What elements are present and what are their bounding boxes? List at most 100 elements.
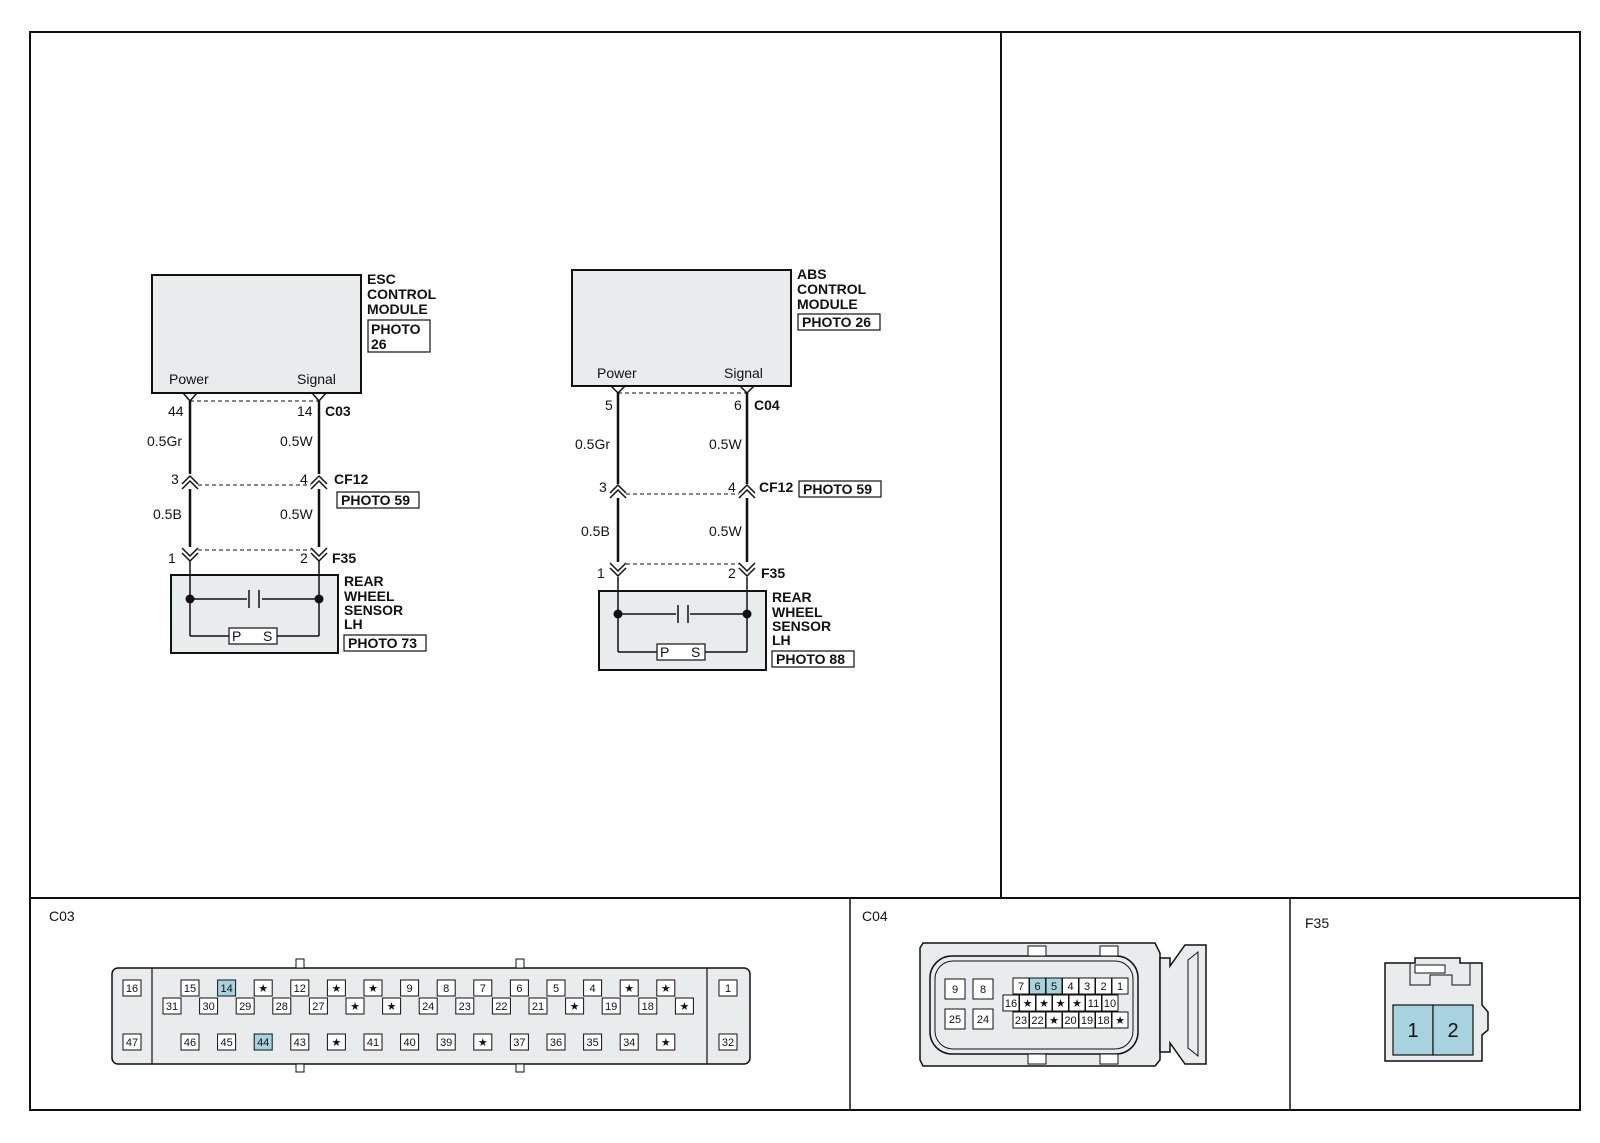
- c03-pin-cell: [122, 979, 142, 997]
- c03-pin: ★: [661, 983, 671, 995]
- esc-sensor-photo: PHOTO 73: [348, 635, 417, 651]
- c03-pin-cell: [253, 1033, 273, 1051]
- esc-control-module: [151, 274, 362, 394]
- esc-c03-pin-signal: 14: [297, 403, 313, 419]
- esc-sensor-name-2: WHEEL: [344, 588, 395, 604]
- c04-pin: 4: [1067, 981, 1073, 993]
- esc-sensor-name-4: LH: [344, 616, 363, 632]
- esc-cf12-pin-signal: 4: [300, 471, 308, 487]
- c03-pin: ★: [679, 1001, 689, 1013]
- c03-pin: 14: [220, 983, 232, 995]
- c03-pin-cell: [418, 997, 438, 1015]
- esc-cf12-photo: PHOTO 59: [341, 492, 410, 508]
- c03-pin: 21: [532, 1001, 544, 1013]
- abs-module-name-2: CONTROL: [797, 281, 867, 297]
- c04-title: C04: [862, 908, 888, 924]
- c03-pin: ★: [624, 983, 634, 995]
- esc-sensor-name-3: SENSOR: [344, 602, 403, 618]
- c03-pin-cell: [217, 979, 237, 997]
- c03-pin-cell: [656, 1033, 676, 1051]
- abs-sensor-p: P: [660, 644, 669, 660]
- c03-pin-cell: [565, 997, 585, 1015]
- c03-pin-cell: [363, 1033, 383, 1051]
- c03-pin-cell: [509, 979, 529, 997]
- c03-pin: 45: [220, 1037, 232, 1049]
- c03-pin-cell: [122, 1033, 142, 1051]
- c04-pin: 8: [980, 984, 986, 996]
- c03-pin-cell: [272, 997, 292, 1015]
- esc-photo-box: [367, 319, 431, 353]
- abs-power-label: Power: [597, 365, 637, 381]
- c03-pin-cell: [162, 997, 182, 1015]
- esc-module-name-3: MODULE: [367, 301, 428, 317]
- c03-pin: 30: [202, 1001, 214, 1013]
- c03-pin: 7: [480, 983, 486, 995]
- abs-module-name-3: MODULE: [797, 296, 858, 312]
- c03-pin: ★: [331, 983, 341, 995]
- abs-control-module: [571, 269, 792, 387]
- c04-pin: 19: [1081, 1015, 1093, 1027]
- abs-cf12-pin-power: 3: [599, 479, 607, 495]
- c04-pin: 9: [952, 984, 958, 996]
- c03-pin-cell: [235, 997, 255, 1015]
- esc-wire-lower-power: 0.5B: [153, 506, 182, 522]
- c03-pin: 4: [590, 983, 596, 995]
- c03-pin: 39: [440, 1037, 452, 1049]
- esc-signal-label: Signal: [297, 371, 336, 387]
- c04-pin: ★: [1049, 1015, 1059, 1027]
- f35-pin-cell: [1392, 1004, 1434, 1056]
- c03-pin-cell: [326, 1033, 346, 1051]
- c03-pin: 5: [553, 983, 559, 995]
- c04-pin-cell: [944, 978, 966, 1000]
- c03-pin: ★: [331, 1037, 341, 1049]
- c04-pin: 2: [1100, 981, 1106, 993]
- c03-pin: 18: [642, 1001, 654, 1013]
- c03-pin-cell: [718, 979, 738, 997]
- c03-pin-cell: [363, 979, 383, 997]
- c04-pin: 3: [1084, 981, 1090, 993]
- abs-f35-pin-power: 1: [597, 565, 605, 581]
- c03-pin: 15: [184, 983, 196, 995]
- c03-pin-cell: [638, 997, 658, 1015]
- c03-pin: 41: [367, 1037, 379, 1049]
- c03-title: C03: [49, 908, 75, 924]
- c03-pin: 23: [459, 1001, 471, 1013]
- c03-pin-cell: [491, 997, 511, 1015]
- c03-pin-cell: [308, 997, 328, 1015]
- c03-pin: 47: [126, 1037, 138, 1049]
- abs-module-name-1: ABS: [797, 266, 827, 282]
- esc-photo-number: 26: [371, 336, 387, 352]
- abs-sensor-name-2: WHEEL: [772, 604, 823, 620]
- c03-pin-cell: [455, 997, 475, 1015]
- c03-pin: 32: [722, 1037, 734, 1049]
- c03-pin: 28: [276, 1001, 288, 1013]
- c03-pin: 6: [516, 983, 522, 995]
- c03-pin-cell: [473, 1033, 493, 1051]
- esc-module-name-2: CONTROL: [367, 286, 437, 302]
- c03-pin: ★: [570, 1001, 580, 1013]
- abs-sensor-s: S: [691, 644, 700, 660]
- c04-pin: 7: [1018, 981, 1024, 993]
- esc-module-name-1: ESC: [367, 271, 396, 287]
- abs-wire-lower-signal: 0.5W: [709, 523, 742, 539]
- c03-pin-cell: [217, 1033, 237, 1051]
- c03-pin-cell: [546, 979, 566, 997]
- abs-wire-upper-signal: 0.5W: [709, 436, 742, 452]
- c04-pin-cell: [1111, 977, 1129, 995]
- c04-pin: 5: [1051, 981, 1057, 993]
- abs-cf12-pin-signal: 4: [728, 479, 736, 495]
- c03-pin-cell: [619, 979, 639, 997]
- abs-c04-pin-power: 5: [605, 397, 613, 413]
- c03-pin: 19: [605, 1001, 617, 1013]
- c04-pin: 10: [1104, 998, 1116, 1010]
- c03-pin: ★: [387, 1001, 397, 1013]
- abs-signal-label: Signal: [724, 365, 763, 381]
- c04-pin: ★: [1056, 998, 1066, 1010]
- c03-pin-cell: [180, 979, 200, 997]
- esc-c03-pin-power: 44: [168, 403, 184, 419]
- c03-pin-cell: [718, 1033, 738, 1051]
- c03-pin: 31: [166, 1001, 178, 1013]
- c03-pin-cell: [528, 997, 548, 1015]
- c03-pin: 22: [495, 1001, 507, 1013]
